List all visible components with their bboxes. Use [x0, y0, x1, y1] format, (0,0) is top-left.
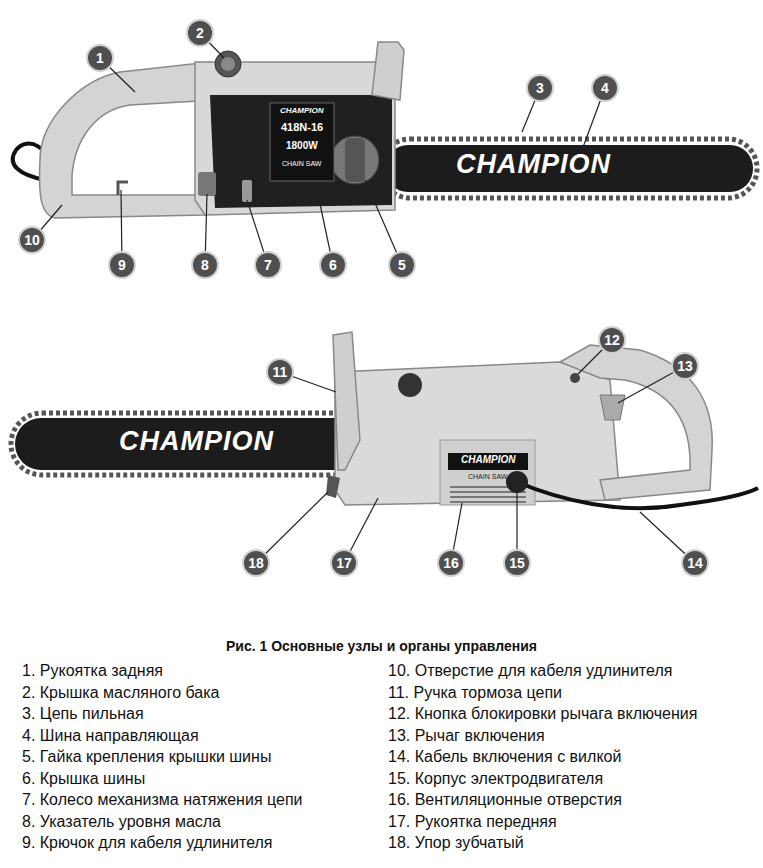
callout-number: 1	[96, 51, 104, 65]
brand-marking: CHAMPION	[119, 428, 274, 455]
callout-circle: 16	[437, 549, 465, 577]
lock-button	[570, 373, 580, 383]
oil-cap	[215, 51, 241, 77]
callout-circle: 10	[18, 226, 46, 254]
part-list-item: 1. Рукоятка задняя	[22, 662, 163, 680]
saw-chain	[381, 139, 757, 198]
brand-marking: CHAIN SAW	[468, 473, 507, 480]
saw-body	[335, 362, 620, 505]
part-list-item: 4. Шина направляющая	[22, 727, 199, 745]
callout-circle: 17	[330, 549, 358, 577]
saw-chain	[11, 413, 375, 475]
label-plate	[270, 103, 334, 181]
guide-bar	[15, 418, 370, 470]
brand-marking: CHAMPION	[280, 107, 324, 115]
callout-circle: 5	[388, 251, 416, 279]
motor-housing	[440, 440, 535, 505]
chain-brake	[333, 332, 360, 470]
callout-circle: 7	[254, 251, 282, 279]
callout-number: 6	[329, 258, 337, 272]
callout-circle: 18	[242, 549, 270, 577]
oil-window	[198, 172, 216, 196]
part-list-item: 5. Гайка крепления крышки шины	[22, 748, 271, 766]
callout-number: 15	[509, 556, 525, 570]
power-cable	[517, 482, 758, 508]
callout-number: 14	[687, 556, 703, 570]
callout-circle: 8	[191, 251, 219, 279]
part-list-item: 6. Крышка шины	[22, 770, 145, 788]
callout-number: 11	[273, 365, 288, 379]
cover-nut	[345, 138, 365, 182]
front-handle	[372, 42, 404, 100]
guide-bar	[385, 145, 753, 192]
part-list-item: 16. Вентиляционные отверстия	[388, 791, 622, 809]
callout-number: 10	[24, 233, 40, 247]
part-list-item: 14. Кабель включения с вилкой	[388, 748, 621, 766]
tension-wheel	[242, 180, 252, 202]
oil-cap	[221, 57, 235, 71]
part-list-item: 9. Крючок для кабеля удлинителя	[22, 834, 273, 852]
callout-number: 18	[248, 556, 264, 570]
callout-number: 8	[201, 258, 209, 272]
part-list-item: 7. Колесо механизма натяжения цепи	[22, 791, 302, 809]
callout-circle: 4	[591, 74, 619, 102]
brand-marking: 1800W	[286, 141, 318, 151]
part-list-item: 10. Отверстие для кабеля удлинителя	[388, 662, 672, 680]
callout-circle: 2	[186, 19, 214, 47]
part-list-item: 2. Крышка масляного бака	[22, 684, 219, 702]
part-list-item: 8. Указатель уровня масла	[22, 813, 221, 831]
cable-plug	[506, 471, 528, 493]
cover-nut	[331, 136, 379, 184]
part-list-item: 18. Упор зубчатый	[388, 834, 524, 852]
callout-number: 4	[601, 81, 609, 95]
rear-handle	[560, 345, 712, 500]
callout-circle: 13	[671, 352, 699, 380]
leader-lines	[32, 33, 695, 563]
callout-number: 9	[118, 258, 126, 272]
brand-marking: 418N-16	[281, 122, 323, 133]
callout-number: 2	[196, 26, 204, 40]
callout-number: 16	[443, 556, 459, 570]
bar-cover	[210, 95, 392, 208]
rear-handle	[40, 62, 215, 218]
housing-plate	[448, 453, 528, 470]
figure-caption: Рис. 1 Основные узлы и органы управления	[226, 638, 537, 654]
callout-circle: 3	[526, 74, 554, 102]
cable-hook	[118, 182, 128, 195]
spike-bumper	[326, 475, 340, 498]
part-list-item: 15. Корпус электродвигателя	[388, 770, 603, 788]
body-knob	[398, 373, 422, 397]
part-list-item: 17. Рукоятка передняя	[388, 813, 557, 831]
saw-body	[195, 62, 395, 215]
callout-number: 12	[604, 333, 620, 347]
callout-circle: 15	[503, 549, 531, 577]
callout-circle: 11	[266, 358, 294, 386]
callout-number: 7	[264, 258, 272, 272]
brand-marking: CHAMPION	[456, 151, 611, 178]
trigger	[600, 395, 625, 420]
part-list-item: 3. Цепь пильная	[22, 705, 144, 723]
brand-marking: CHAIN SAW	[282, 160, 321, 167]
brand-marking: CHAMPION	[461, 455, 515, 465]
part-list-item: 11. Ручка тормоза цепи	[388, 684, 562, 702]
callout-circle: 1	[86, 44, 114, 72]
callout-number: 17	[336, 556, 352, 570]
part-list-item: 13. Рычаг включения	[388, 727, 545, 745]
callout-circle: 9	[108, 251, 136, 279]
callout-number: 3	[536, 81, 544, 95]
callout-circle: 6	[319, 251, 347, 279]
part-list-item: 12. Кнопка блокировки рычага включения	[388, 705, 697, 723]
callout-circle: 12	[598, 326, 626, 354]
callout-circle: 14	[681, 549, 709, 577]
callout-number: 13	[677, 359, 693, 373]
callout-number: 5	[398, 258, 406, 272]
